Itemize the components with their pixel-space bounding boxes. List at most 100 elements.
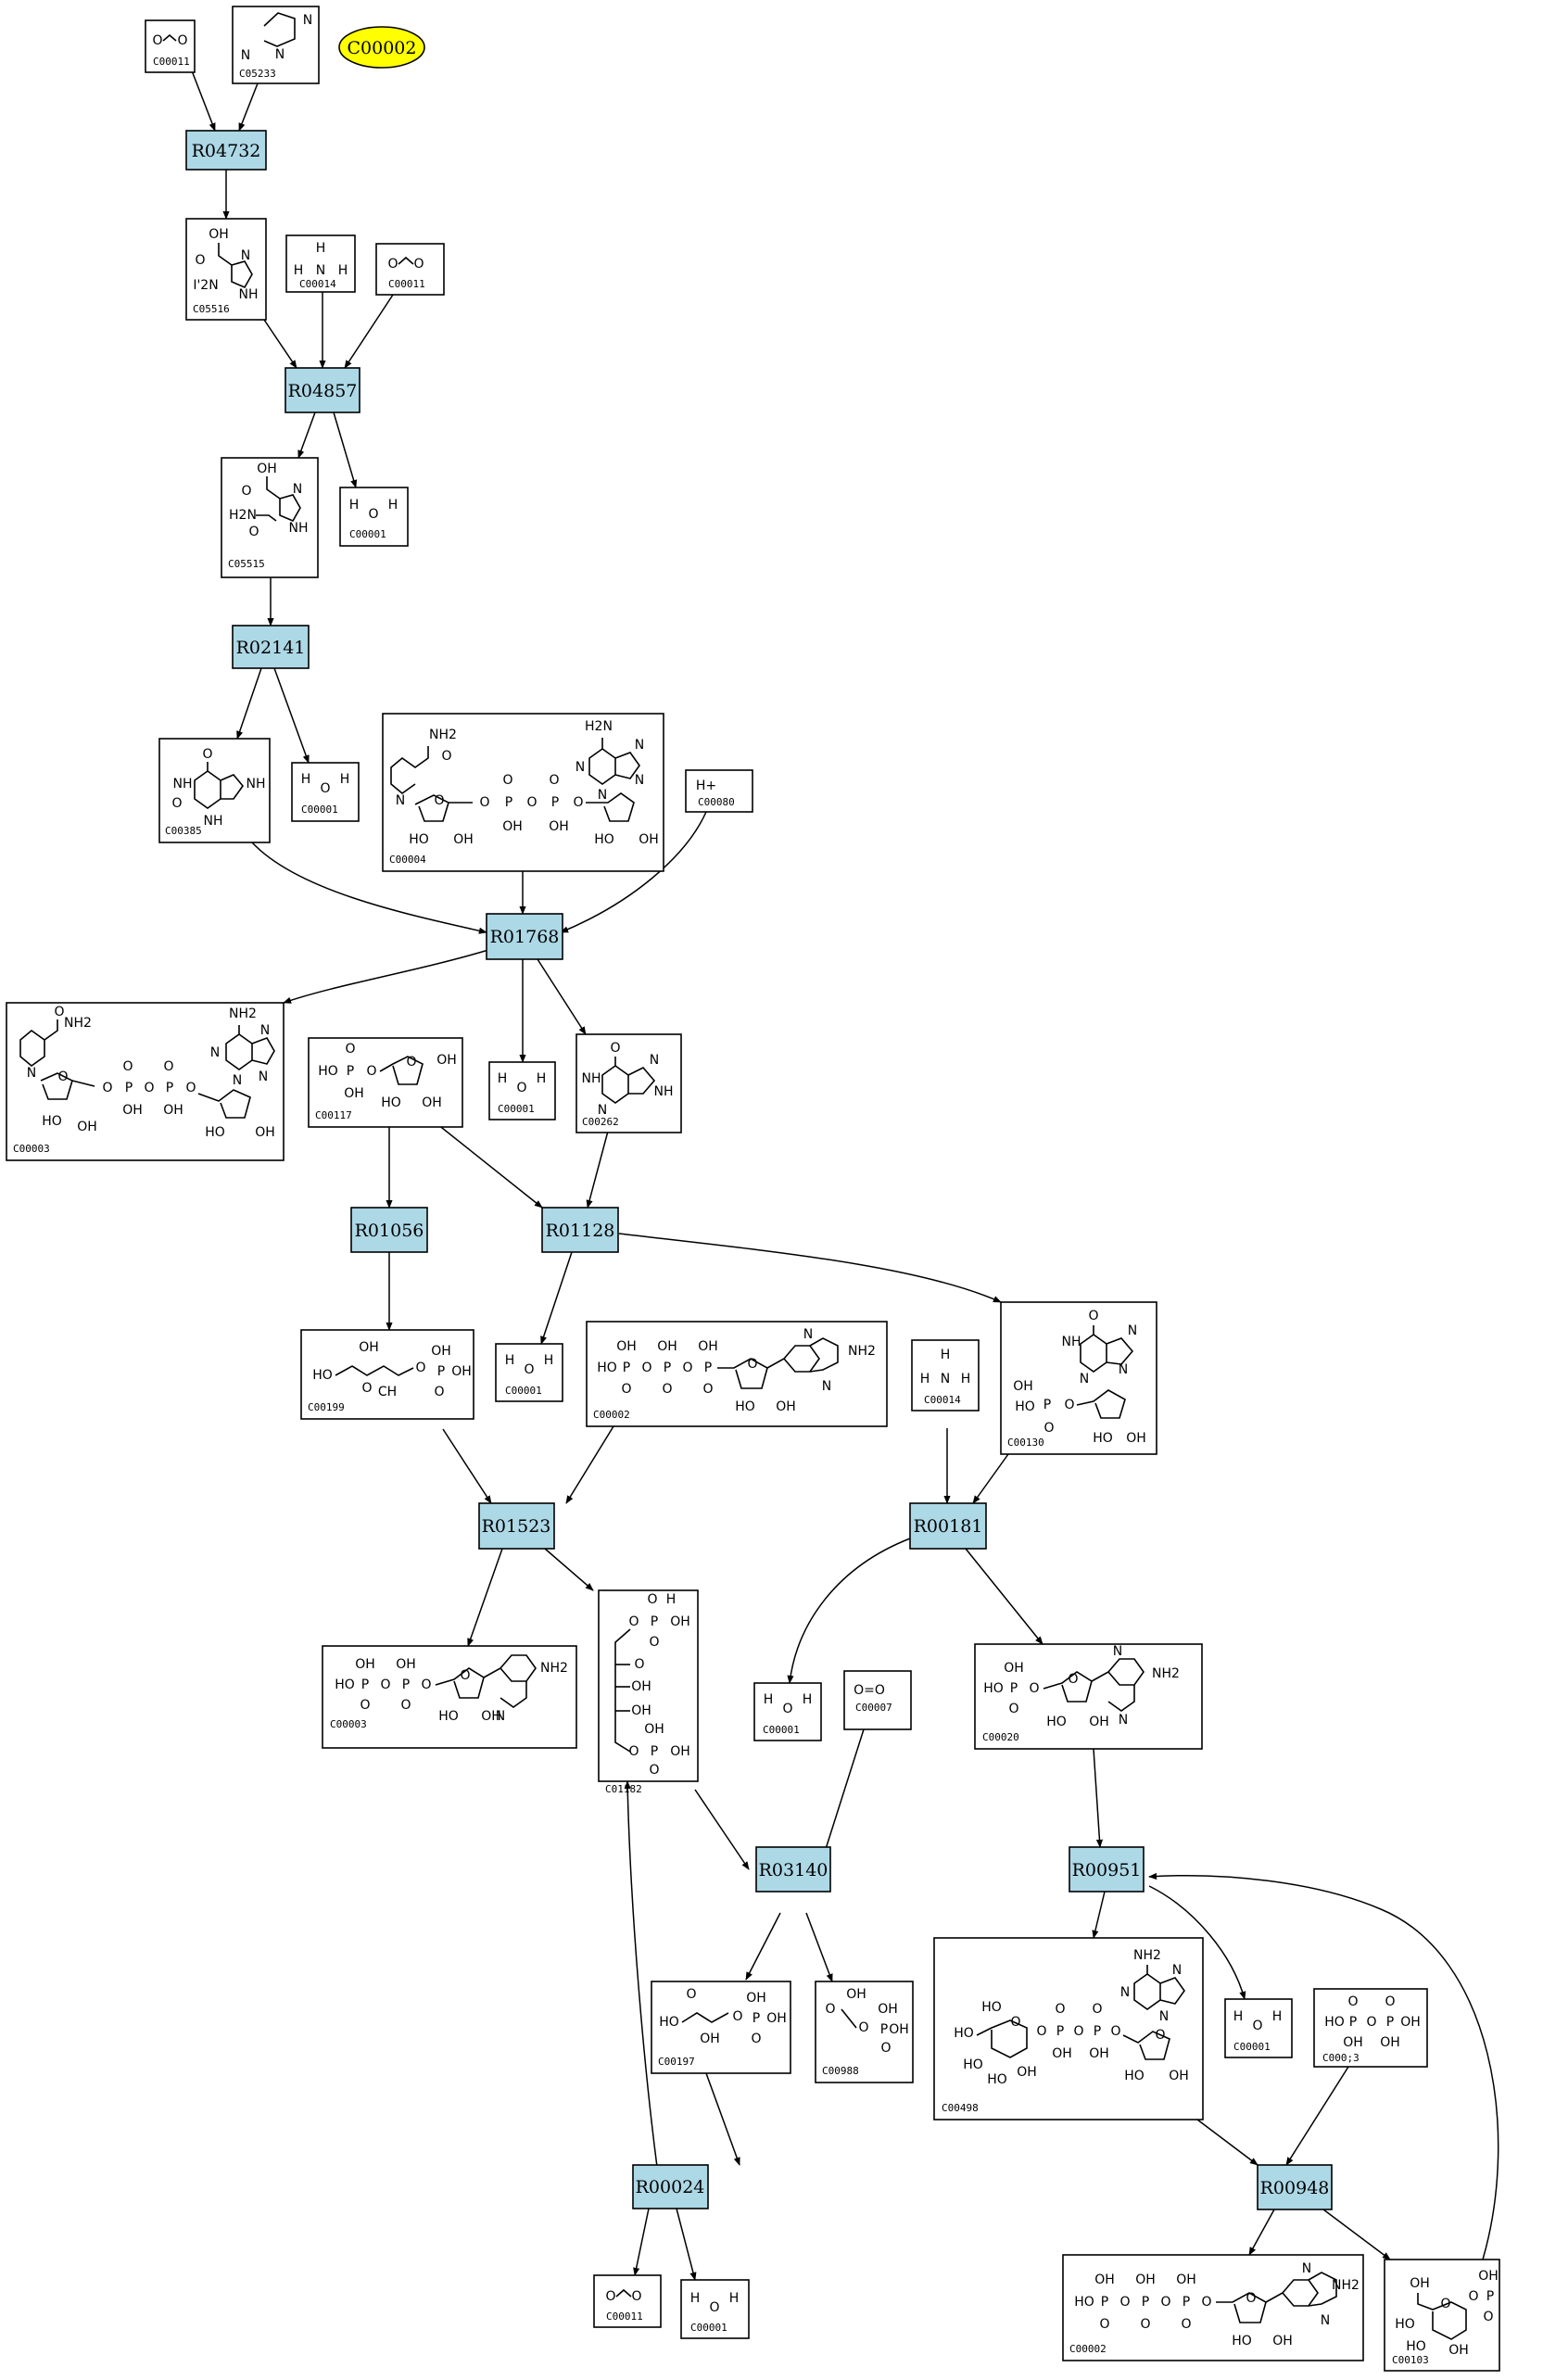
svg-text:HO: HO bbox=[1395, 2317, 1415, 2332]
compound-node[interactable]: H O H C00001 bbox=[495, 1343, 563, 1402]
compound-node[interactable]: H O H C00001 bbox=[753, 1682, 822, 1741]
compound-node[interactable]: H O H C00001 bbox=[1224, 1998, 1293, 2058]
svg-text:O: O bbox=[605, 2289, 615, 2304]
compound-node[interactable]: HO P OH O O P OH O O P OH O O HO OH NH2 … bbox=[586, 1321, 888, 1427]
structure-water: H O H bbox=[690, 2291, 740, 2315]
compound-node[interactable]: O HO OH O P OH O OH C00197 bbox=[651, 1981, 791, 2074]
edge bbox=[1092, 1891, 1106, 1939]
reaction-node[interactable]: R00181 bbox=[909, 1502, 987, 1550]
compound-node[interactable]: O=O C00007 bbox=[843, 1670, 912, 1730]
compound-node[interactable]: HO P OH O O O HO OH NH2 N N C00020 bbox=[974, 1643, 1203, 1750]
svg-text:O: O bbox=[1068, 1672, 1078, 1687]
compound-id: C00001 bbox=[690, 2322, 727, 2334]
compound-node[interactable]: H O H C00001 bbox=[291, 762, 360, 822]
oxygen-formula: O=O bbox=[854, 1683, 885, 1698]
structure-glucose-phosphate: OH O O P OH O HO HO OH bbox=[1395, 2269, 1499, 2358]
svg-text:O: O bbox=[368, 507, 378, 522]
compound-node[interactable]: O H O P OH O O OH OH O P OH OH O C01182 bbox=[598, 1589, 699, 1795]
svg-text:H: H bbox=[301, 772, 311, 787]
svg-text:OH: OH bbox=[1176, 2272, 1196, 2287]
compound-node[interactable]: H O H C00001 bbox=[680, 2279, 750, 2339]
svg-text:H: H bbox=[388, 498, 398, 513]
svg-text:H2N: H2N bbox=[585, 719, 613, 734]
compound-node[interactable]: NH2 O N O HO OH O P O OH O P O OH O HO O… bbox=[6, 1002, 285, 1161]
svg-text:HO: HO bbox=[1324, 2015, 1345, 2030]
highlight-node-c00002[interactable]: C00002 bbox=[338, 26, 425, 69]
compound-node[interactable]: NH2 O N O HO OH O P O OH O P O OH O HO O… bbox=[382, 713, 664, 872]
reaction-node[interactable]: R04857 bbox=[285, 367, 360, 413]
compound-node[interactable]: OH O N NH H2N O C05515 bbox=[221, 457, 319, 578]
svg-text:NH2: NH2 bbox=[1332, 2278, 1360, 2293]
svg-text:H: H bbox=[803, 1692, 813, 1707]
compound-node[interactable]: H O H C00001 bbox=[339, 487, 409, 547]
svg-text:OH: OH bbox=[670, 1614, 690, 1629]
compound-id: C00001 bbox=[498, 1103, 535, 1115]
svg-text:O: O bbox=[1055, 2002, 1065, 2017]
svg-text:P: P bbox=[1349, 2015, 1357, 2030]
svg-text:O: O bbox=[702, 1382, 713, 1397]
reaction-node[interactable]: R04732 bbox=[185, 130, 267, 171]
compound-id: C00011 bbox=[606, 2310, 643, 2323]
svg-text:O: O bbox=[634, 1657, 644, 1672]
compound-node[interactable]: HO P O OH O O OH HO OH C00117 bbox=[308, 1037, 463, 1128]
compound-node[interactable]: OH O O P OH O OH C00988 bbox=[815, 1981, 914, 2083]
reaction-node[interactable]: R00948 bbox=[1257, 2164, 1333, 2210]
reaction-node[interactable]: R01056 bbox=[350, 1207, 428, 1253]
svg-text:HO: HO bbox=[983, 1681, 1004, 1696]
compound-node[interactable]: H+ C00080 bbox=[685, 769, 753, 813]
compound-node[interactable]: H H N H C00014 bbox=[285, 234, 356, 293]
reaction-node[interactable]: R01523 bbox=[478, 1502, 555, 1550]
structure-adenosine-phosphate: HO P OH O O P OH O O O HO OH NH2 N bbox=[335, 1654, 568, 1724]
compound-id: C00080 bbox=[698, 796, 735, 808]
svg-text:O: O bbox=[1201, 2295, 1211, 2310]
compound-node[interactable]: O NH NH O NH C00385 bbox=[158, 738, 271, 843]
edge bbox=[972, 1453, 1009, 1504]
svg-text:O: O bbox=[380, 1677, 390, 1692]
compound-node[interactable]: H O H C00001 bbox=[488, 1061, 556, 1120]
compound-node[interactable]: N N N C05233 bbox=[232, 6, 320, 84]
structure-water: H O H bbox=[764, 1692, 813, 1716]
svg-text:HO: HO bbox=[987, 2072, 1007, 2087]
reaction-label: R00181 bbox=[914, 1516, 983, 1537]
svg-text:P: P bbox=[125, 1081, 133, 1095]
compound-node[interactable]: O O C00011 bbox=[593, 2274, 662, 2328]
svg-text:N: N bbox=[233, 1073, 242, 1088]
svg-text:O: O bbox=[434, 1385, 444, 1399]
reaction-node[interactable]: R01128 bbox=[541, 1207, 619, 1253]
compound-node[interactable]: HO O HO HO HO OH O P O OH O P O OH O O H… bbox=[933, 1937, 1204, 2120]
svg-text:NH: NH bbox=[204, 814, 223, 829]
compound-node[interactable]: O NH N NH N C00262 bbox=[575, 1033, 682, 1133]
compound-node[interactable]: OH O N NH I'2N C05516 bbox=[185, 218, 267, 321]
compound-node[interactable]: O O C00011 bbox=[375, 243, 445, 296]
svg-text:N: N bbox=[635, 738, 644, 753]
compound-node[interactable]: H H N H C00014 bbox=[911, 1339, 980, 1412]
svg-text:O: O bbox=[1140, 2317, 1150, 2332]
reaction-node[interactable]: R02141 bbox=[232, 625, 310, 669]
svg-text:O: O bbox=[1043, 1421, 1054, 1436]
svg-text:O: O bbox=[57, 1070, 68, 1084]
compound-node[interactable]: OH O O P OH O HO HO OH C00103 bbox=[1384, 2259, 1500, 2372]
edge bbox=[344, 294, 394, 369]
compound-node[interactable]: OH HO O CH O P OH O OH C00199 bbox=[300, 1329, 474, 1420]
reaction-node[interactable]: R00024 bbox=[632, 2164, 709, 2209]
reaction-node[interactable]: R03140 bbox=[755, 1846, 831, 1893]
compound-node[interactable]: HO P O OH O P O OH OH C000;3 bbox=[1313, 1988, 1428, 2068]
highlight-label: C00002 bbox=[348, 38, 417, 58]
compound-id: C00011 bbox=[388, 278, 425, 290]
compound-node[interactable]: HO P OH O O P OH O O P OH O O O HO OH NH… bbox=[1062, 2254, 1364, 2361]
svg-text:O: O bbox=[460, 1668, 470, 1683]
compound-node[interactable]: HO P OH O O P OH O O O HO OH NH2 N C0000… bbox=[322, 1645, 577, 1749]
svg-text:O: O bbox=[649, 1763, 659, 1778]
reaction-node[interactable]: R00951 bbox=[1069, 1846, 1145, 1893]
reaction-node[interactable]: R01768 bbox=[486, 913, 563, 960]
svg-text:N: N bbox=[260, 1023, 270, 1038]
edge bbox=[1148, 1885, 1246, 2000]
svg-text:N: N bbox=[1113, 1644, 1122, 1659]
compound-node[interactable]: O O C00011 bbox=[145, 19, 196, 73]
svg-text:HO: HO bbox=[981, 2000, 1002, 2015]
svg-text:O: O bbox=[479, 795, 489, 810]
svg-text:HO: HO bbox=[954, 2026, 974, 2041]
structure-nad: NH2 O N O HO OH O P O OH O P O OH O HO O… bbox=[19, 1005, 275, 1140]
compound-node[interactable]: O NH N N N OH HO P O O HO OH C00130 bbox=[1000, 1301, 1157, 1455]
